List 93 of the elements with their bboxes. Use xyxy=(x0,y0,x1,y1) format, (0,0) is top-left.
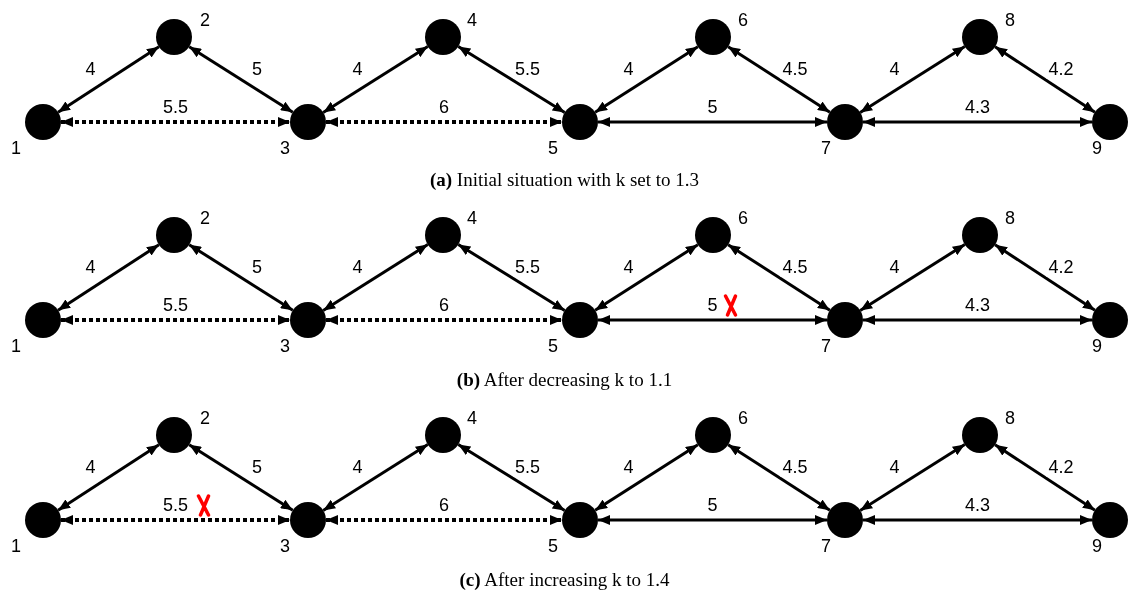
double-arrow xyxy=(994,443,1096,512)
double-arrow xyxy=(322,243,429,312)
double-arrow xyxy=(598,515,827,525)
node-number: 4 xyxy=(467,10,477,30)
node-circle xyxy=(562,104,598,140)
caption: (a) Initial situation with k set to 1.3 xyxy=(429,169,700,190)
double-arrow xyxy=(188,45,294,114)
double-arrow xyxy=(57,443,160,512)
double-arrow xyxy=(594,45,699,114)
double-arrow xyxy=(457,443,566,512)
node-circle xyxy=(425,217,461,253)
double-arrow xyxy=(322,443,429,512)
double-arrow xyxy=(863,117,1092,127)
node-circle xyxy=(25,502,61,538)
double-arrow xyxy=(326,117,562,127)
node-circle xyxy=(562,302,598,338)
double-arrow xyxy=(727,443,831,512)
double-arrow xyxy=(859,243,966,312)
node-circle xyxy=(25,302,61,338)
caption: (b) After decreasing k to 1.1 xyxy=(456,369,673,390)
node-number: 2 xyxy=(200,208,210,228)
node-number: 4 xyxy=(467,208,477,228)
node-number: 6 xyxy=(738,208,748,228)
double-arrow xyxy=(457,45,566,114)
node-circle xyxy=(156,417,192,453)
node-circle xyxy=(695,19,731,55)
node-circle xyxy=(695,217,731,253)
double-arrow xyxy=(326,315,562,325)
node-number: 7 xyxy=(821,536,831,556)
node-circle xyxy=(1092,302,1128,338)
node-number: 9 xyxy=(1092,536,1102,556)
node-circle xyxy=(962,217,998,253)
double-arrow xyxy=(994,243,1096,312)
double-arrow xyxy=(57,243,160,312)
node-circle xyxy=(962,19,998,55)
node-number: 8 xyxy=(1005,408,1015,428)
node-number: 7 xyxy=(821,336,831,356)
node-number: 9 xyxy=(1092,336,1102,356)
double-arrow xyxy=(61,117,290,127)
node-number: 5 xyxy=(548,336,558,356)
node-number: 3 xyxy=(280,138,290,158)
double-arrow xyxy=(57,45,160,114)
double-arrow xyxy=(326,515,562,525)
node-number: 4 xyxy=(467,408,477,428)
double-arrow xyxy=(859,45,966,114)
node-circle xyxy=(425,417,461,453)
node-circle xyxy=(1092,104,1128,140)
node-number: 8 xyxy=(1005,10,1015,30)
node-circle xyxy=(962,417,998,453)
node-circle xyxy=(562,502,598,538)
node-number: 8 xyxy=(1005,208,1015,228)
node-circle xyxy=(25,104,61,140)
node-circle xyxy=(827,104,863,140)
node-circle xyxy=(827,302,863,338)
caption: (c) After increasing k to 1.4 xyxy=(459,569,670,590)
node-number: 6 xyxy=(738,10,748,30)
node-circle xyxy=(827,502,863,538)
node-circle xyxy=(290,302,326,338)
double-arrow xyxy=(594,243,699,312)
node-number: 1 xyxy=(11,536,21,556)
node-circle xyxy=(156,19,192,55)
node-circle xyxy=(425,19,461,55)
node-number: 1 xyxy=(11,336,21,356)
node-number: 5 xyxy=(548,138,558,158)
double-arrow xyxy=(863,315,1092,325)
double-arrow xyxy=(859,443,966,512)
double-arrow xyxy=(188,443,294,512)
node-number: 7 xyxy=(821,138,831,158)
node-number: 3 xyxy=(280,536,290,556)
double-arrow xyxy=(994,45,1096,114)
node-circle xyxy=(156,217,192,253)
double-arrow xyxy=(598,117,827,127)
node-circle xyxy=(1092,502,1128,538)
node-number: 2 xyxy=(200,10,210,30)
double-arrow xyxy=(594,443,699,512)
double-arrow xyxy=(188,243,294,312)
node-number: 6 xyxy=(738,408,748,428)
node-number: 3 xyxy=(280,336,290,356)
node-number: 5 xyxy=(548,536,558,556)
node-circle xyxy=(290,104,326,140)
double-arrow xyxy=(322,45,429,114)
double-arrow xyxy=(457,243,566,312)
double-arrow xyxy=(61,515,290,525)
double-arrow xyxy=(727,45,831,114)
node-number: 2 xyxy=(200,408,210,428)
node-circle xyxy=(695,417,731,453)
double-arrow xyxy=(61,315,290,325)
double-arrow xyxy=(727,243,831,312)
node-number: 9 xyxy=(1092,138,1102,158)
node-circle xyxy=(290,502,326,538)
double-arrow xyxy=(863,515,1092,525)
node-number: 1 xyxy=(11,138,21,158)
double-arrow xyxy=(598,315,827,325)
